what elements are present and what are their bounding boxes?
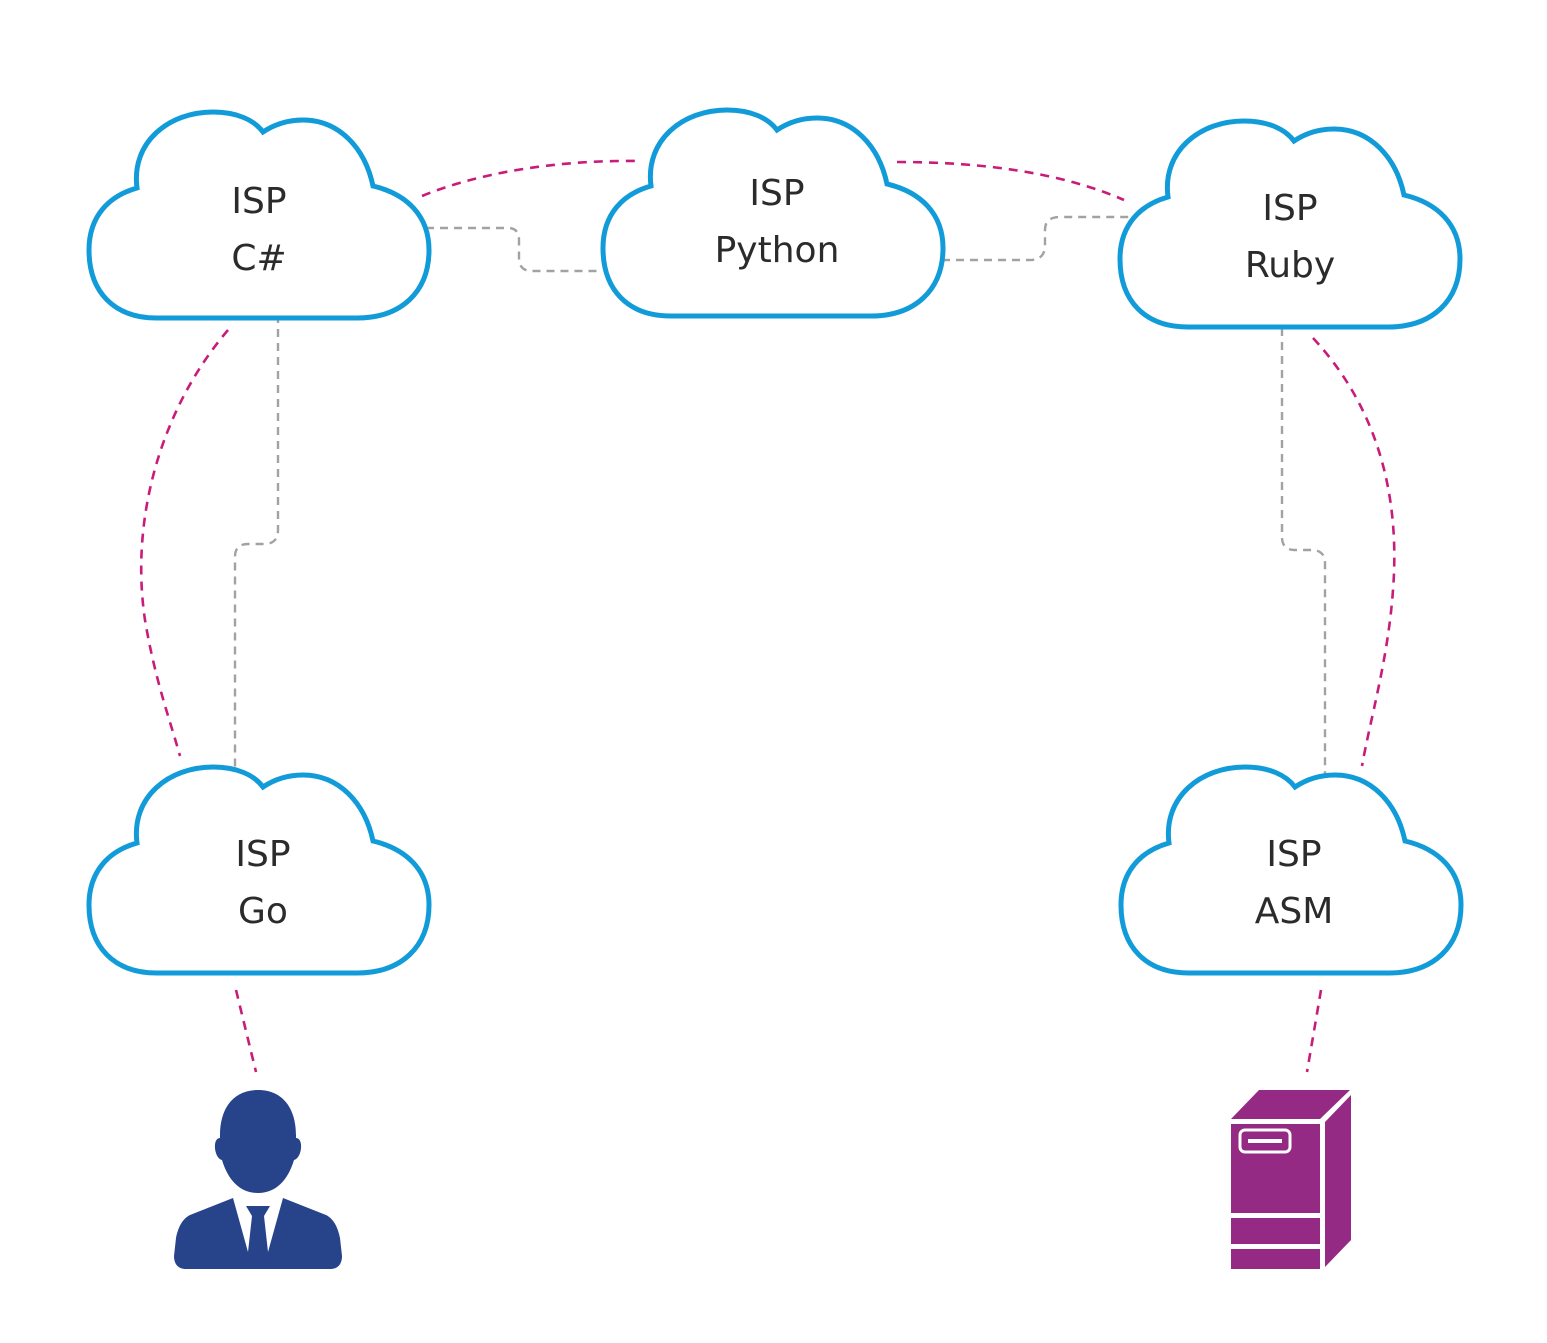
cloud-label-line1: ISP [1262,188,1317,229]
link-csharp-python-pink [421,159,637,198]
links [139,159,1396,1073]
link-csharp-go-pink [139,329,229,757]
cloud-node-asm[interactable]: ISP ASM [1121,767,1461,973]
cloud-label-line1: ISP [1266,834,1321,875]
link-ruby-asm-pink [1312,337,1396,767]
cloud-label-line2: C# [231,238,286,279]
link-python-ruby-pink [896,160,1125,202]
cloud-label-line1: ISP [231,181,286,222]
link-go-user-pink [234,989,258,1073]
user-icon[interactable] [174,1090,342,1269]
cloud-node-python[interactable]: ISP Python [603,110,943,316]
link-python-ruby-gray [942,215,1135,262]
cloud-node-go[interactable]: ISP Go [89,767,429,973]
cloud-label-line1: ISP [749,173,804,214]
link-asm-server-pink [1305,989,1323,1073]
link-csharp-python-gray [426,226,600,273]
cloud-label-line1: ISP [235,834,290,875]
link-ruby-asm-gray [1280,328,1327,778]
server-icon[interactable] [1231,1090,1351,1269]
cloud-label-line2: ASM [1255,891,1334,932]
cloud-label-line2: Go [238,891,288,932]
cloud-label-line2: Ruby [1245,245,1335,286]
cloud-node-csharp[interactable]: ISP C# [89,112,429,318]
link-csharp-go-gray [233,315,280,776]
cloud-node-ruby[interactable]: ISP Ruby [1120,121,1460,327]
cloud-label-line2: Python [715,230,840,271]
